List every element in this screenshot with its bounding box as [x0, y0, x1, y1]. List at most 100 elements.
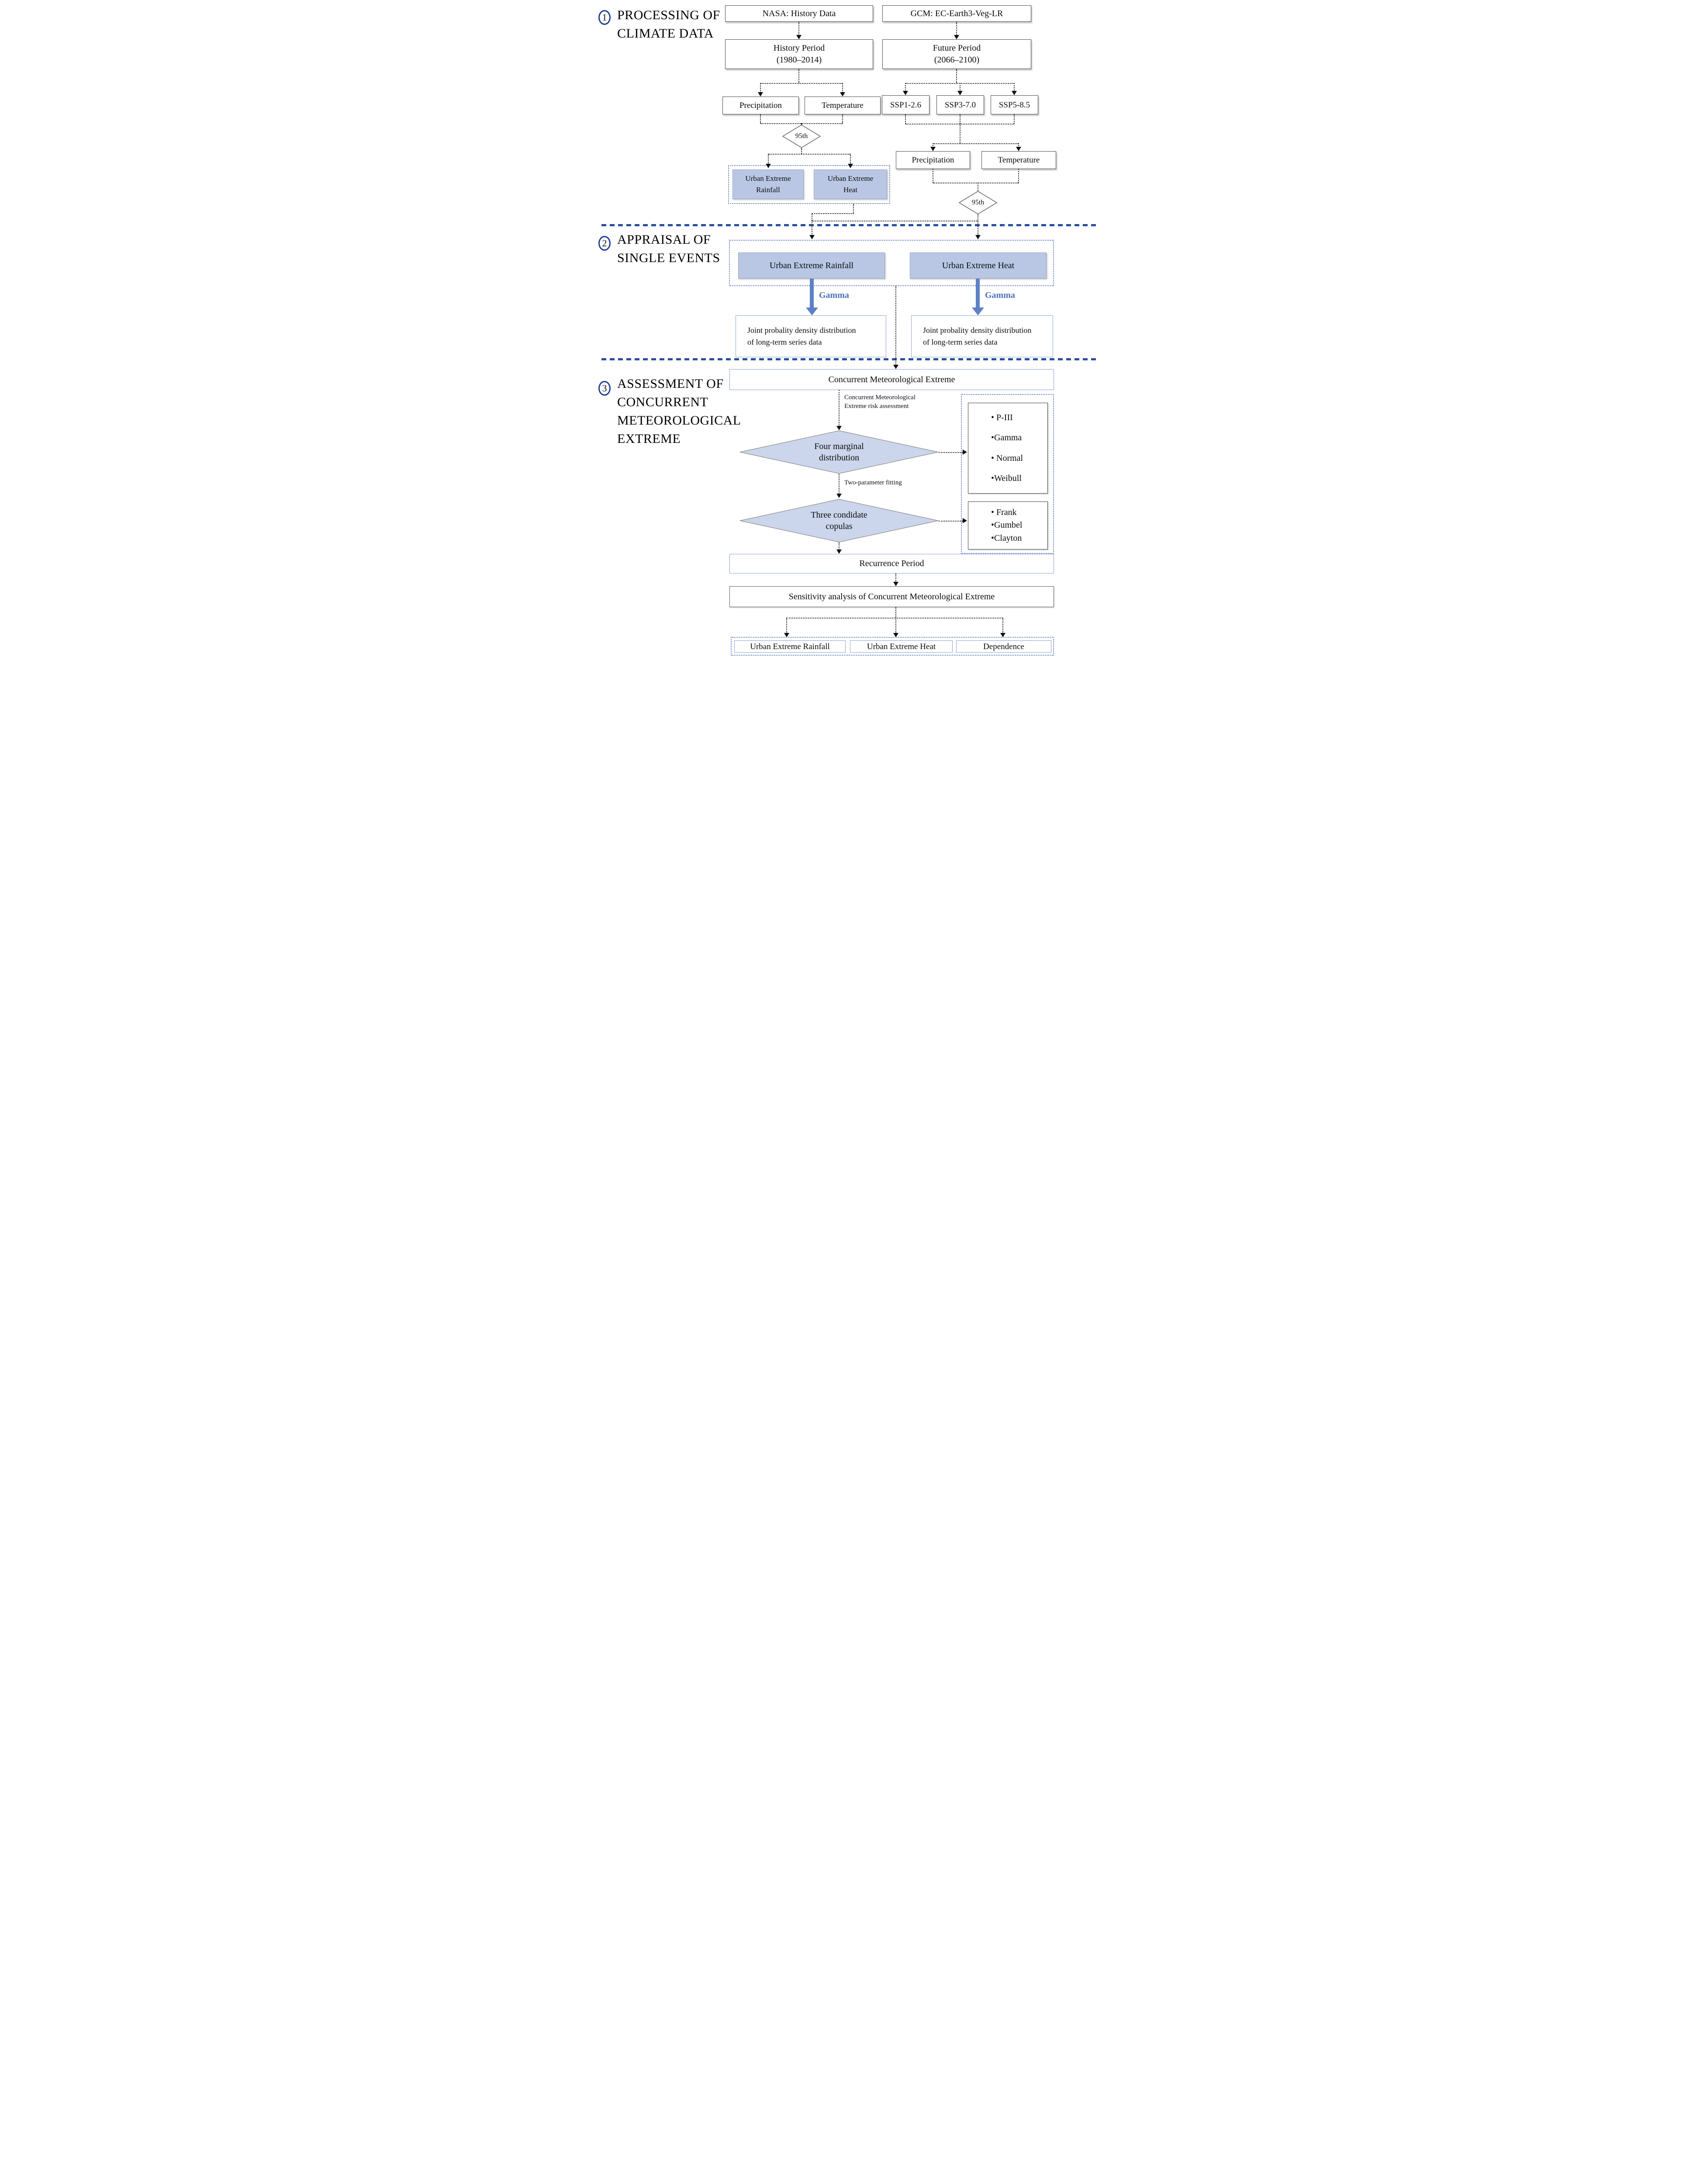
gamma-arrow [976, 279, 980, 308]
section-1-number-badge: 1 [598, 10, 611, 25]
outputs-container [731, 637, 1054, 656]
node-output-urban-extreme-heat: Urban Extreme Heat [850, 640, 953, 653]
node-urban-extreme-heat-history: Urban Extreme Heat [814, 169, 887, 199]
flowchart-canvas: 1 PROCESSING OF CLIMATE DATA 2 APPRAISAL… [590, 0, 1096, 657]
node-label: Temperature [822, 101, 864, 110]
node-joint-pdf-heat: Joint probality density distribution of … [911, 315, 1053, 357]
node-label: Concurrent Meteorological Extreme [828, 374, 955, 384]
edge-label-two-parameter-fitting: Two-parameter fitting [844, 479, 902, 486]
connector [903, 91, 908, 95]
node-label: Heat [843, 186, 858, 194]
node-label: Urban Extreme [827, 174, 874, 183]
section-2-number: 2 [602, 238, 607, 249]
node-label: SSP3-7.0 [944, 100, 976, 110]
node-gcm-ec-earth3: GCM: EC-Earth3-Veg-LR [882, 5, 1031, 22]
node-precipitation-future: Precipitation [896, 151, 970, 169]
decision-95th-history-shape [782, 124, 821, 148]
connector [798, 22, 799, 36]
section-3-number: 3 [602, 383, 607, 394]
connector [796, 35, 802, 39]
connector [840, 92, 845, 97]
decision-label: 95th [795, 132, 808, 140]
node-label: History Period [773, 43, 825, 53]
edge-label-line: Extreme risk assessment [844, 403, 909, 410]
node-label: Urban Extreme Rainfall [750, 642, 830, 651]
connector [975, 235, 981, 239]
list-item: • Frank [991, 508, 1017, 518]
node-sensitivity-analysis: Sensitivity analysis of Concurrent Meteo… [729, 586, 1054, 607]
node-temperature-history: Temperature [805, 97, 881, 114]
node-label: SSP1-2.6 [890, 100, 922, 110]
connector [1014, 114, 1015, 124]
node-concurrent-meteorological-extreme: Concurrent Meteorological Extreme [729, 369, 1054, 390]
connector [812, 213, 853, 214]
section-1-title-line: PROCESSING OF [617, 8, 720, 22]
edge-label-line: Concurrent Meteorological [844, 394, 916, 401]
node-urban-extreme-rainfall-appraisal: Urban Extreme Rainfall [738, 252, 885, 279]
node-label: (2066–2100) [934, 55, 980, 65]
connector [842, 114, 843, 123]
connector [768, 154, 850, 155]
single-events-container [729, 240, 1054, 286]
connector [895, 286, 896, 365]
connector [905, 83, 906, 91]
decision-95th-history: 95th [782, 124, 821, 148]
node-nasa-history-data: NASA: History Data [725, 5, 873, 22]
decision-95th-future: 95th [959, 191, 997, 214]
node-label: NASA: History Data [762, 8, 836, 18]
connector [963, 449, 967, 455]
connector [895, 607, 896, 618]
connector [956, 69, 957, 83]
connector [801, 148, 802, 154]
node-label: Precipitation [739, 101, 782, 110]
node-label: SSP5-8.5 [998, 100, 1030, 110]
decision-three-candidate-copulas: Three condidate copulas [739, 499, 939, 543]
connector [850, 154, 851, 164]
connector [1018, 169, 1019, 183]
connector [1002, 618, 1003, 633]
section-1-number: 1 [602, 12, 607, 23]
connector [836, 494, 842, 498]
node-label: Temperature [998, 156, 1040, 165]
section-3-number-badge: 3 [598, 381, 611, 396]
section-divider-1 [601, 224, 1096, 226]
section-3-title-line: METEOROLOGICAL [617, 413, 741, 428]
node-label: GCM: EC-Earth3-Veg-LR [910, 8, 1003, 18]
connector [760, 114, 761, 123]
decision-four-marginal-shape [739, 430, 939, 474]
connector [798, 69, 799, 83]
connector [954, 35, 959, 39]
connector [842, 83, 843, 93]
section-2-title-line: SINGLE EVENTS [617, 251, 720, 265]
node-label: Future Period [933, 43, 981, 53]
list-item: •Gumbel [991, 520, 1023, 530]
copula-list: • Frank •Gumbel •Clayton [968, 501, 1048, 549]
list-item: • Normal [991, 453, 1023, 463]
gamma-arrow [810, 279, 814, 308]
list-item: • P-III [991, 412, 1013, 422]
section-1-title-line: CLIMATE DATA [617, 26, 714, 41]
connector [786, 618, 787, 633]
node-label: Joint probality density distribution [747, 326, 856, 335]
marginal-distribution-list: • P-III •Gamma • Normal •Weibull [968, 403, 1048, 494]
decision-label: Four marginal [814, 442, 864, 451]
node-label: Urban Extreme Heat [942, 260, 1015, 270]
section-3-title: ASSESSMENT OF CONCURRENT METEOROLOGICAL … [617, 375, 741, 448]
connector [839, 543, 840, 550]
connector [895, 618, 896, 633]
connector [784, 633, 789, 637]
gamma-arrowhead-icon [806, 308, 818, 315]
candidate-lists-container [961, 394, 1054, 554]
decision-label: Three condidate [811, 510, 867, 520]
connector [1016, 147, 1021, 151]
history-extremes-container [728, 165, 890, 204]
node-ssp3-70: SSP3-7.0 [936, 95, 984, 114]
decision-label: copulas [826, 522, 853, 531]
node-label: of long-term series data [923, 338, 998, 346]
decision-95th-future-shape [959, 191, 997, 214]
decision-four-marginal-distribution: Four marginal distribution [739, 430, 939, 474]
node-output-dependence: Dependence [956, 640, 1051, 653]
node-label: Precipitation [912, 156, 954, 165]
connector [1018, 143, 1019, 148]
connector [836, 549, 842, 554]
